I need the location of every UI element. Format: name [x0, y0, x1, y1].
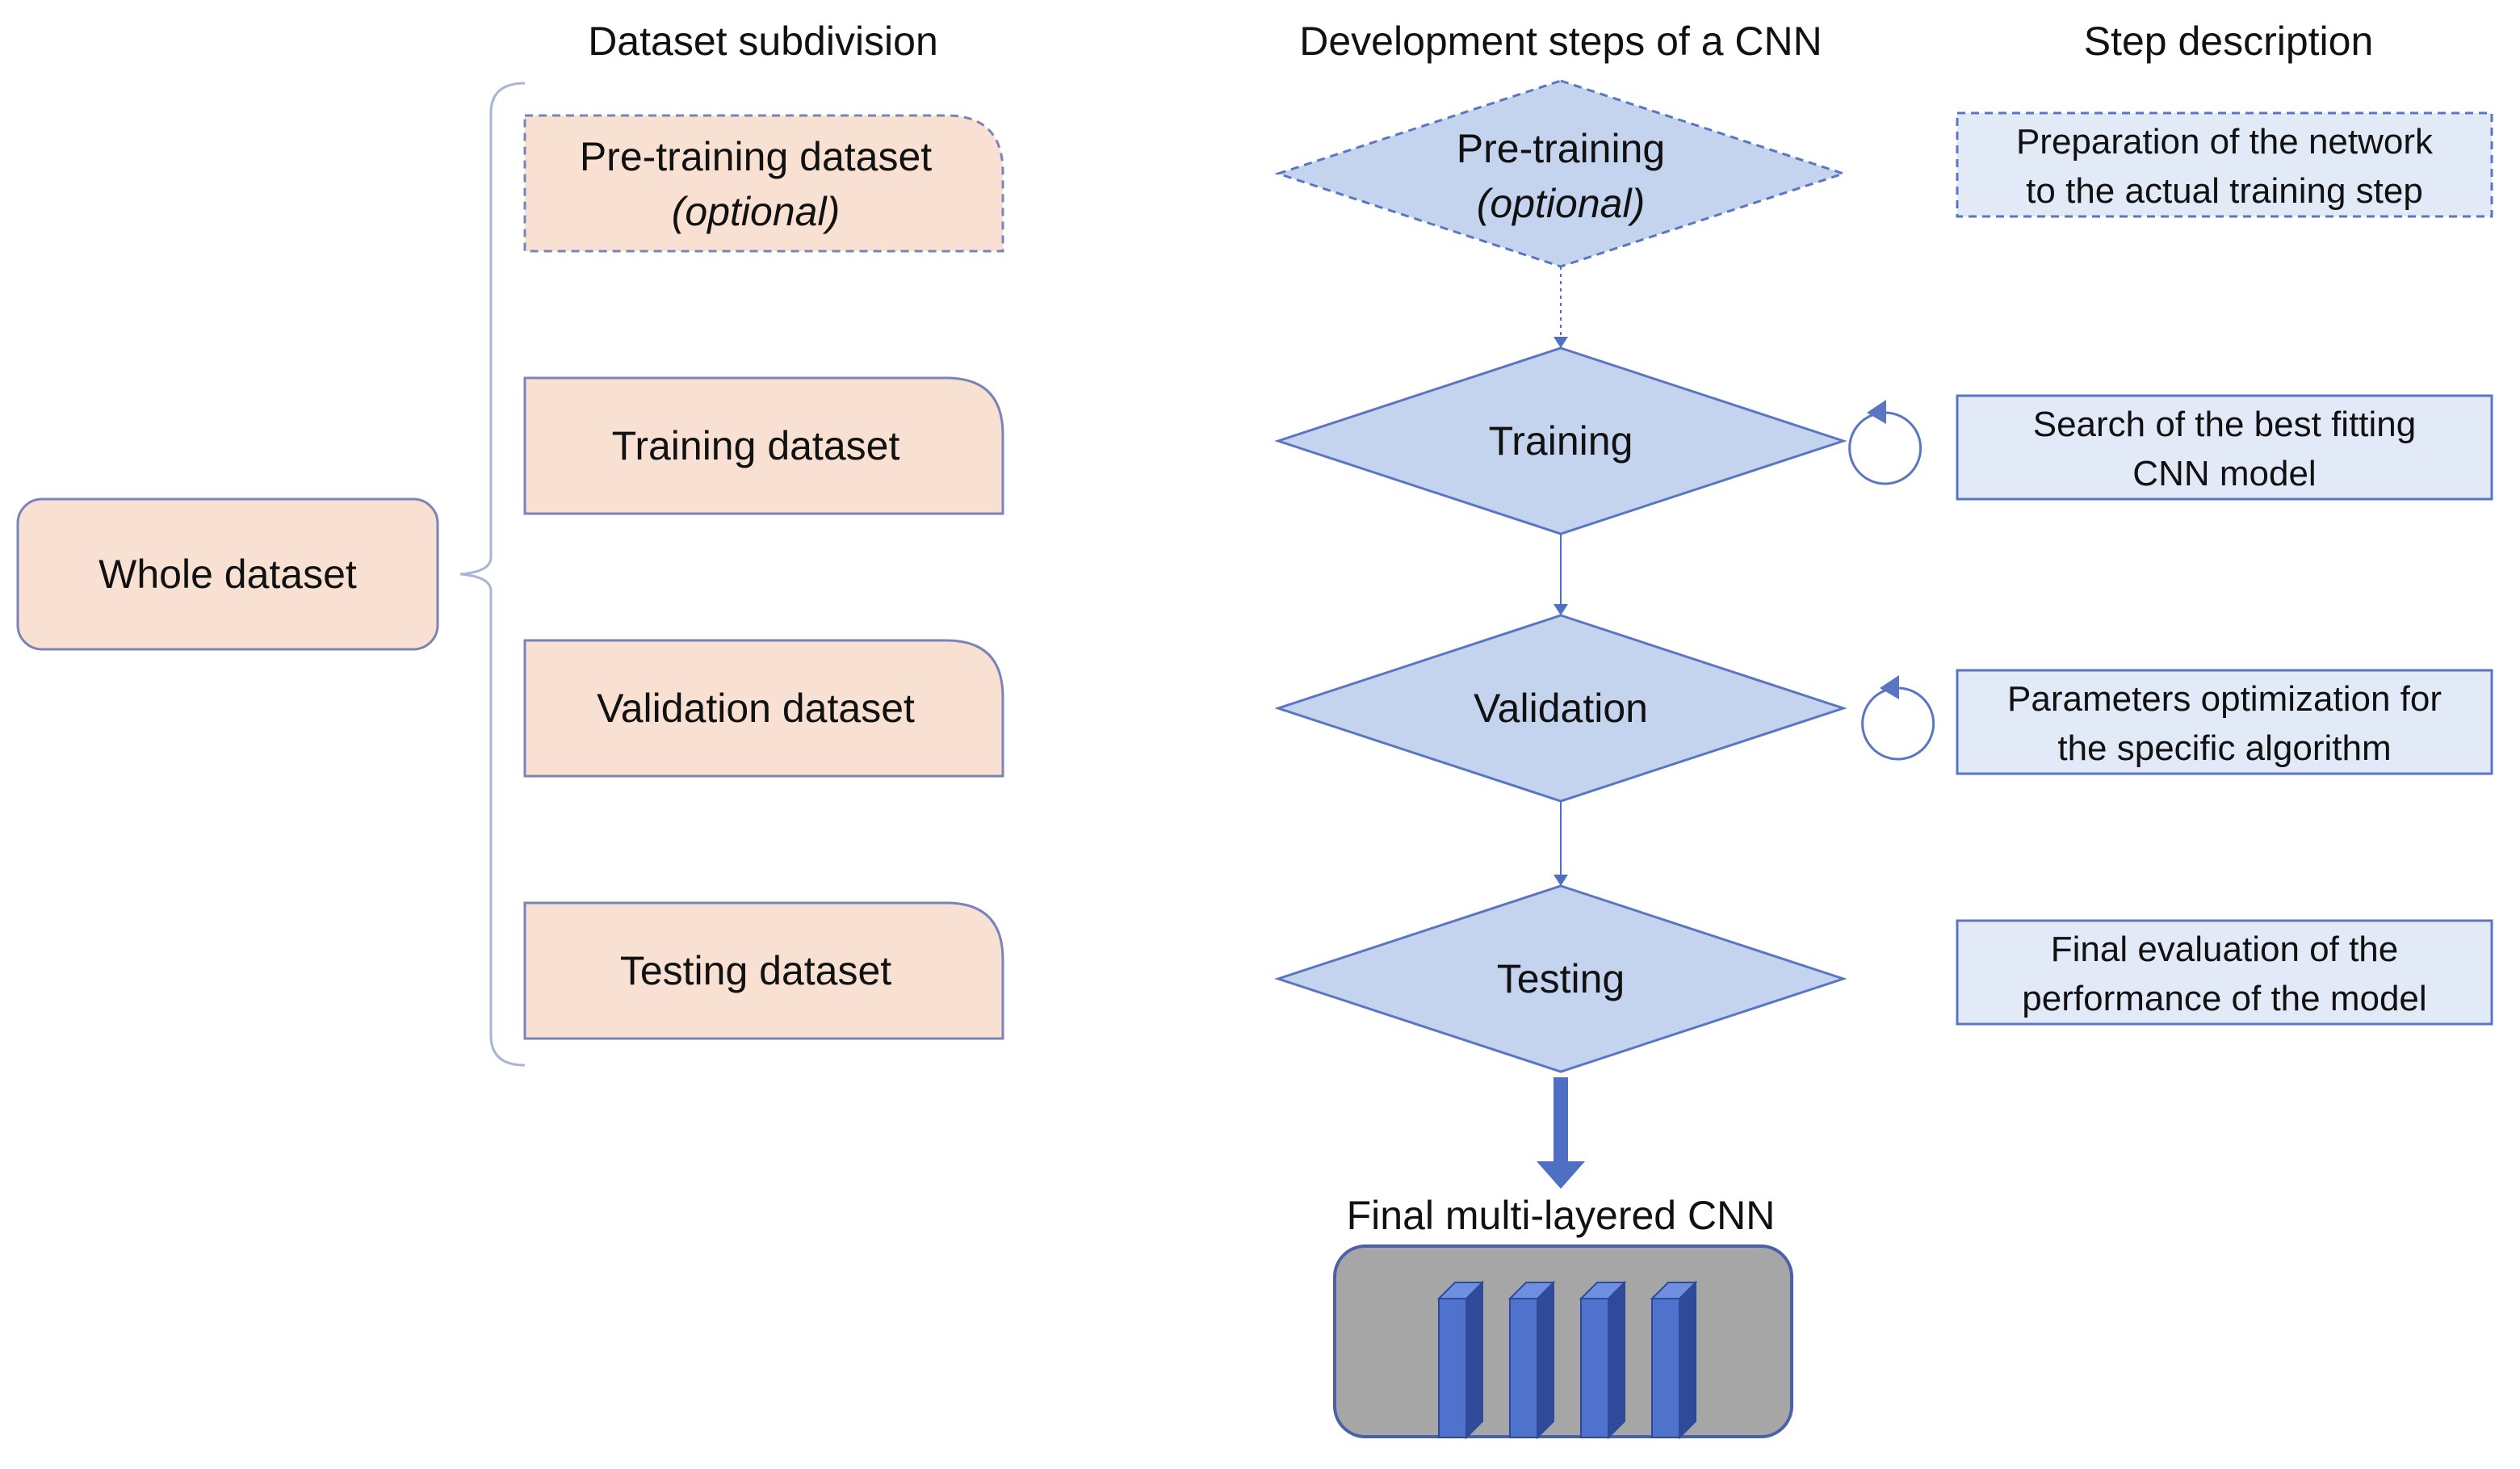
step-diamond: Validation	[1274, 614, 1847, 803]
step-diamond-shape	[1274, 884, 1847, 1073]
description-line-1: Search of the best fitting	[2033, 405, 2417, 444]
description-box-shape	[1956, 111, 2493, 218]
final-model-label: Final multi-layered CNN	[1347, 1193, 1776, 1238]
description-box-shape	[1956, 919, 2493, 1026]
description-box-shape	[1956, 669, 2493, 775]
cnn-layer-top	[1507, 1282, 1556, 1299]
cnn-layer-front	[1580, 1298, 1609, 1438]
dataset-box: Testing dataset	[523, 901, 1004, 1040]
cnn-layer-front	[1651, 1298, 1680, 1438]
dataset-bracket	[459, 82, 526, 1067]
cnn-layer	[1507, 1280, 1556, 1440]
dataset-box: Pre-training dataset (optional)	[523, 114, 1004, 253]
description-line-2: the specific algorithm	[2057, 728, 2391, 768]
cnn-layer-side	[1465, 1280, 1483, 1440]
heading-development-steps: Development steps of a CNN	[1299, 19, 1822, 64]
cnn-layer-top	[1436, 1282, 1485, 1299]
step-diamond: Testing	[1274, 884, 1847, 1073]
dataset-box-label: Validation dataset	[597, 686, 915, 731]
development-steps: Pre-training (optional) TrainingValidation…	[1274, 79, 1847, 1073]
cnn-layer-top	[1579, 1282, 1627, 1299]
cnn-layer-front	[1438, 1298, 1467, 1438]
description-line-2: to the actual training step	[2026, 171, 2423, 211]
dataset-box-label: Training dataset	[612, 423, 900, 468]
step-label: Testing	[1497, 956, 1625, 1001]
heading-dataset-subdivision: Dataset subdivision	[588, 19, 938, 64]
cnn-layer-front	[1509, 1298, 1538, 1438]
step-label: Pre-training	[1457, 126, 1665, 171]
description-line-2: performance of the model	[2022, 979, 2426, 1018]
description-box: Parameters optimization for the specific …	[1956, 669, 2493, 775]
loop-arrowhead	[1867, 400, 1886, 424]
cnn-layer-side	[1679, 1280, 1696, 1440]
loop-icon	[1861, 675, 1935, 761]
loop-arc	[1848, 411, 1922, 485]
description-line-1: Preparation of the network	[2016, 122, 2434, 162]
description-line-1: Final evaluation of the	[2051, 930, 2399, 969]
loop-arrowhead	[1880, 675, 1899, 699]
connector-arrowhead	[1554, 875, 1568, 886]
description-box-shape	[1956, 394, 2493, 501]
description-box: Final evaluation of the performance of th…	[1956, 919, 2493, 1026]
loop-icon	[1848, 400, 1922, 485]
step-connectors	[1554, 267, 1568, 886]
whole-dataset-box: Whole dataset	[16, 497, 439, 651]
cnn-layer-top	[1650, 1282, 1698, 1299]
description-line-1: Parameters optimization for	[2007, 679, 2442, 719]
whole-dataset-label: Whole dataset	[99, 552, 357, 597]
dataset-box-note: (optional)	[672, 189, 840, 234]
final-model-box	[1333, 1244, 1793, 1438]
step-descriptions: Preparation of the network to the actual …	[1956, 111, 2493, 1026]
dataset-box-shape	[523, 639, 1004, 778]
dataset-box-label: Pre-training dataset	[580, 134, 932, 179]
description-box: Preparation of the network to the actual …	[1956, 111, 2493, 218]
dataset-box-shape	[523, 901, 1004, 1040]
dataset-box: Validation dataset	[523, 639, 1004, 778]
cnn-layer-side	[1608, 1280, 1625, 1440]
dataset-box: Training dataset	[523, 376, 1004, 515]
step-label: Validation	[1474, 686, 1648, 731]
step-diamond: Training	[1274, 346, 1847, 535]
dataset-subsets: Pre-training dataset (optional) Training d…	[523, 114, 1004, 1040]
cnn-layer	[1579, 1280, 1627, 1440]
step-diamond: Pre-training (optional)	[1274, 79, 1847, 268]
loop-icons	[1848, 400, 1935, 761]
final-arrow	[1537, 1077, 1585, 1189]
heading-step-description: Step description	[2084, 19, 2374, 64]
dataset-box-shape	[523, 376, 1004, 515]
step-note: (optional)	[1477, 181, 1645, 226]
step-diamond-shape	[1274, 79, 1847, 268]
description-line-2: CNN model	[2132, 454, 2316, 493]
loop-arc	[1861, 686, 1935, 761]
cnn-layer-side	[1537, 1280, 1554, 1440]
connector-arrowhead	[1554, 337, 1568, 348]
connector-arrowhead	[1554, 604, 1568, 615]
cnn-layer	[1436, 1280, 1485, 1440]
step-label: Training	[1489, 418, 1633, 464]
dataset-box-shape	[523, 114, 1004, 253]
final-model-layers	[1436, 1280, 1698, 1440]
dataset-box-label: Testing dataset	[620, 948, 891, 993]
cnn-layer	[1650, 1280, 1698, 1440]
